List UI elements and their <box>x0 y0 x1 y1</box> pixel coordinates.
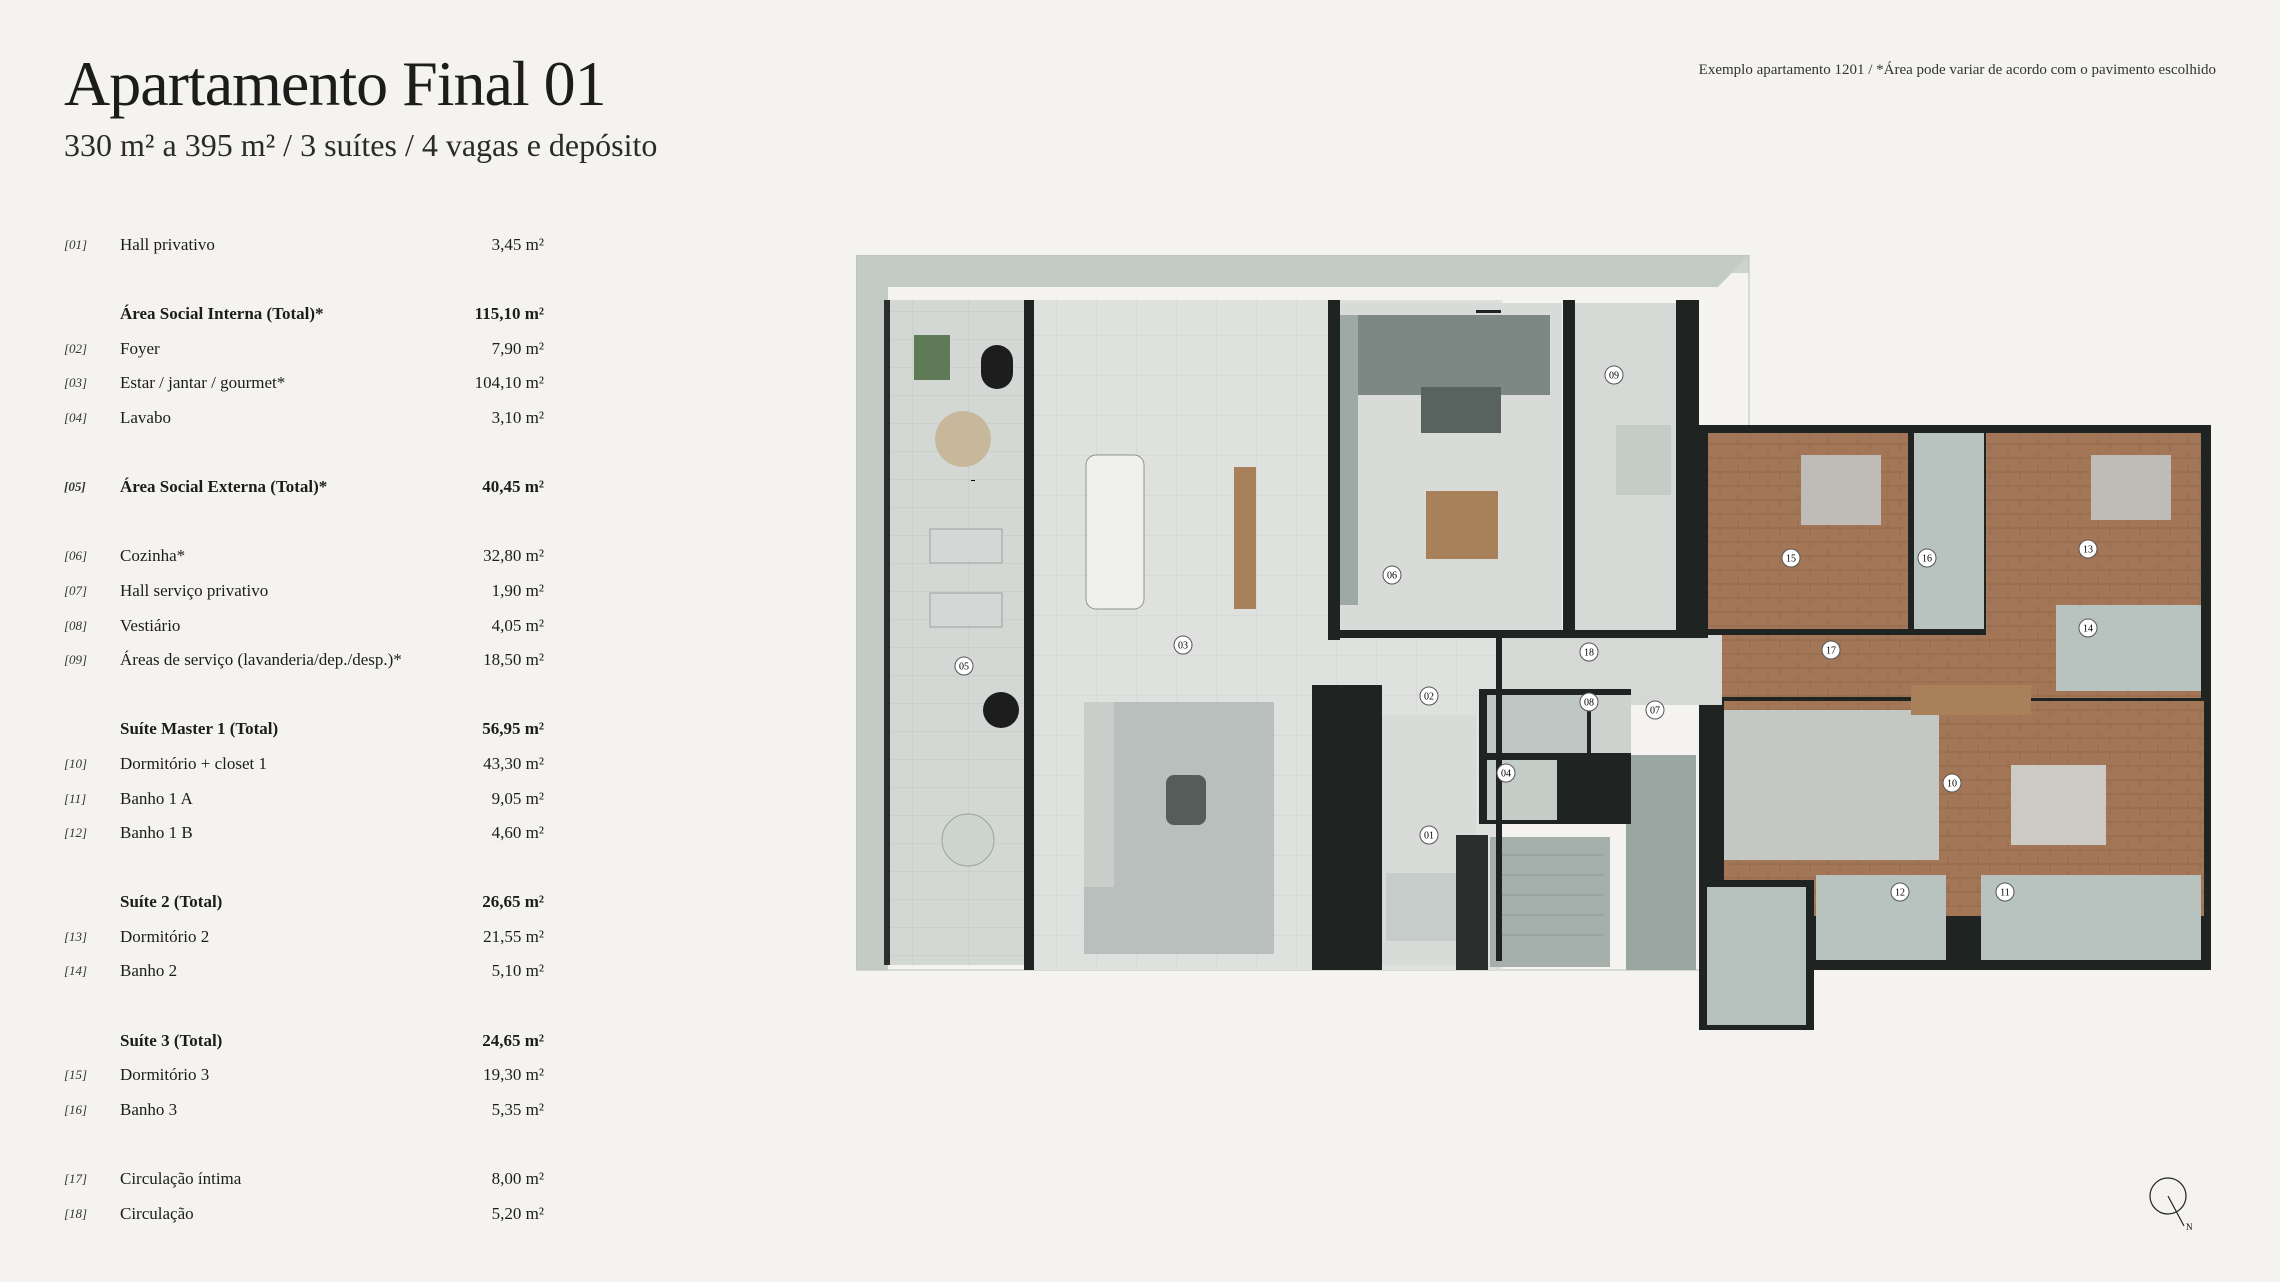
room-marker-03: 03 <box>1173 635 1193 655</box>
area-total-suite-master-1: Suíte Master 1 (Total) 56,95 m² <box>120 719 544 739</box>
area-row-04: [04] Lavabo 3,10 m² <box>64 407 544 427</box>
room-marker-01: 01 <box>1419 825 1439 845</box>
svg-text:04: 04 <box>1501 769 1511 780</box>
area-row-14: [14] Banho 2 5,10 m² <box>64 961 544 981</box>
svg-text:15: 15 <box>1786 554 1796 565</box>
north-label: N <box>2186 1222 2193 1232</box>
terrace-area <box>884 300 1030 965</box>
room-marker-06: 06 <box>1382 565 1402 585</box>
svg-text:13: 13 <box>2083 545 2093 556</box>
svg-text:14: 14 <box>2083 624 2093 635</box>
area-row-07: [07] Hall serviço privativo 1,90 m² <box>64 580 544 600</box>
room-marker-09: 09 <box>1604 365 1624 385</box>
svg-text:05: 05 <box>959 662 969 673</box>
room-marker-18: 18 <box>1579 642 1599 662</box>
room-marker-15: 15 <box>1781 548 1801 568</box>
room-marker-13: 13 <box>2078 539 2098 559</box>
room-marker-04: 04 <box>1496 763 1516 783</box>
svg-text:16: 16 <box>1922 554 1932 565</box>
room-marker-10: 10 <box>1942 773 1962 793</box>
svg-text:10: 10 <box>1947 779 1957 790</box>
example-note: Exemplo apartamento 1201 / *Área pode va… <box>1698 62 2216 78</box>
area-row-10: [10] Dormitório + closet 1 43,30 m² <box>64 753 544 773</box>
svg-text:07: 07 <box>1650 706 1660 717</box>
area-row-08: [08] Vestiário 4,05 m² <box>64 615 544 635</box>
area-row-12: [12] Banho 1 B 4,60 m² <box>64 823 544 843</box>
room-marker-16: 16 <box>1917 548 1937 568</box>
area-row-11: [11] Banho 1 A 9,05 m² <box>64 788 544 808</box>
area-row-17: [17] Circulação íntima 8,00 m² <box>64 1169 544 1189</box>
area-table: [01] Hall privativo 3,45 m² Área Social … <box>64 228 544 1231</box>
kitchen-area <box>1336 303 1562 633</box>
balcony-slab <box>856 255 1750 971</box>
svg-text:17: 17 <box>1826 646 1836 657</box>
page-title: Apartamento Final 01 <box>64 48 607 119</box>
area-row-03: [03] Estar / jantar / gourmet* 104,10 m² <box>64 373 544 393</box>
room-marker-17: 17 <box>1821 640 1841 660</box>
room-marker-08: 08 <box>1579 692 1599 712</box>
area-row-15: [15] Dormitório 3 19,30 m² <box>64 1065 544 1085</box>
area-row-02: [02] Foyer 7,90 m² <box>64 338 544 358</box>
svg-text:09: 09 <box>1609 371 1619 382</box>
area-row-13: [13] Dormitório 2 21,55 m² <box>64 926 544 946</box>
area-row-18: [18] Circulação 5,20 m² <box>64 1203 544 1223</box>
page-subtitle: 330 m² a 395 m² / 3 suítes / 4 vagas e d… <box>64 127 658 163</box>
svg-text:02: 02 <box>1424 692 1434 703</box>
area-row-06: [06] Cozinha* 32,80 m² <box>64 546 544 566</box>
area-total-suite-2: Suíte 2 (Total) 26,65 m² <box>120 892 544 912</box>
room-marker-14: 14 <box>2078 618 2098 638</box>
area-total-suite-3: Suíte 3 (Total) 24,65 m² <box>120 1030 544 1050</box>
floor-plan: 01 02 03 04 05 06 07 08 09 10 11 12 13 1… <box>856 255 2211 1030</box>
area-row-09: [09] Áreas de serviço (lavanderia/dep./d… <box>64 650 544 670</box>
room-marker-11: 11 <box>1995 882 2015 902</box>
svg-text:12: 12 <box>1895 888 1905 899</box>
area-row-01: [01] Hall privativo 3,45 m² <box>64 235 544 254</box>
area-total-social-interna: Área Social Interna (Total)* 115,10 m² <box>120 304 544 324</box>
room-marker-07: 07 <box>1645 700 1665 720</box>
service-area <box>1572 303 1680 633</box>
room-number-markers: 01 02 03 04 05 06 07 08 09 10 11 12 13 1… <box>954 365 2098 902</box>
furniture <box>914 335 1274 954</box>
room-marker-05: 05 <box>954 656 974 676</box>
svg-text:18: 18 <box>1584 648 1594 659</box>
area-row-16: [16] Banho 3 5,35 m² <box>64 1099 544 1119</box>
room-marker-02: 02 <box>1419 686 1439 706</box>
area-row-05: [05] Área Social Externa (Total)* 40,45 … <box>64 477 544 497</box>
svg-text:11: 11 <box>2000 888 2010 899</box>
svg-text:08: 08 <box>1584 698 1594 709</box>
room-marker-12: 12 <box>1890 882 1910 902</box>
svg-text:03: 03 <box>1178 641 1188 652</box>
north-compass-icon: N <box>2149 1177 2193 1232</box>
svg-text:01: 01 <box>1424 831 1434 842</box>
svg-text:06: 06 <box>1387 571 1397 582</box>
walls <box>1024 300 1708 970</box>
